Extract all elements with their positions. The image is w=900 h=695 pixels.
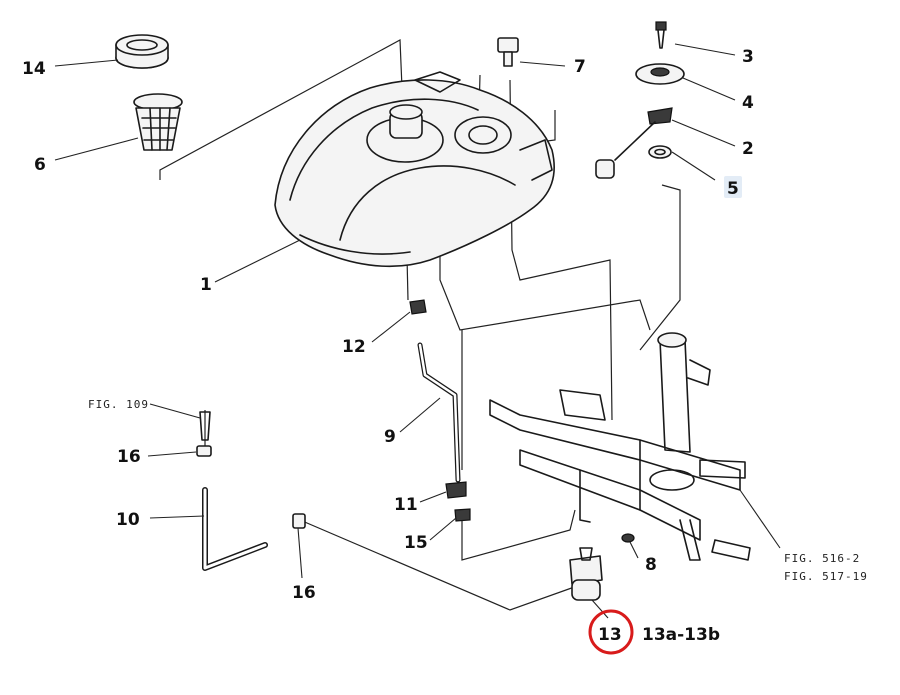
highlight-box-5 — [724, 176, 742, 198]
bolt — [497, 37, 519, 67]
callout-15: 15 — [404, 533, 428, 553]
ref-fig-109: FIG. 109 — [88, 398, 149, 411]
frame-bracket — [489, 332, 751, 561]
grommet — [635, 63, 685, 85]
callout-16-bottom: 16 — [292, 583, 316, 603]
screw — [655, 21, 667, 49]
callout-13: 13 — [598, 625, 622, 645]
callout-7: 7 — [574, 57, 586, 77]
fuel-hose-9 — [417, 342, 461, 483]
callout-5: 5 — [727, 179, 739, 199]
filler-cap — [115, 34, 169, 69]
figure-references: FIG. 109 FIG. 516-2 FIG. 517-19 — [88, 398, 868, 583]
callout-2: 2 — [742, 139, 754, 159]
callout-11: 11 — [394, 495, 418, 515]
callout-16-top: 16 — [117, 447, 141, 467]
callout-labels: 14 6 1 3 4 2 5 7 12 9 11 15 10 16 16 8 1… — [22, 47, 754, 645]
fuel-hose-10 — [202, 487, 268, 571]
clamp-12 — [409, 299, 427, 315]
clip-15 — [454, 508, 471, 522]
callout-8: 8 — [645, 555, 657, 575]
bushing-8 — [621, 533, 635, 543]
clip-11 — [445, 481, 467, 499]
highlight-circle-13 — [588, 609, 634, 655]
callout-9: 9 — [384, 427, 396, 447]
callout-6: 6 — [34, 155, 46, 175]
fitting-109 — [199, 411, 211, 441]
callout-12: 12 — [342, 337, 366, 357]
fuel-tank — [274, 71, 555, 268]
callout-3: 3 — [742, 47, 754, 67]
washer — [648, 145, 672, 159]
ref-fig-516: FIG. 516-2 — [784, 552, 860, 565]
leader-lines — [54, 43, 781, 619]
callout-14: 14 — [22, 59, 46, 79]
callout-1: 1 — [200, 275, 212, 295]
callout-10: 10 — [116, 510, 140, 530]
clamp-16-top — [196, 445, 212, 457]
fuel-filter — [569, 547, 603, 601]
ref-fig-517: FIG. 517-19 — [784, 570, 868, 583]
clamp-16-bottom — [292, 513, 306, 529]
callout-4: 4 — [742, 93, 754, 113]
fuel-strainer — [133, 93, 183, 151]
fuel-cock — [595, 107, 673, 179]
callout-13-variants: 13a-13b — [642, 625, 720, 645]
